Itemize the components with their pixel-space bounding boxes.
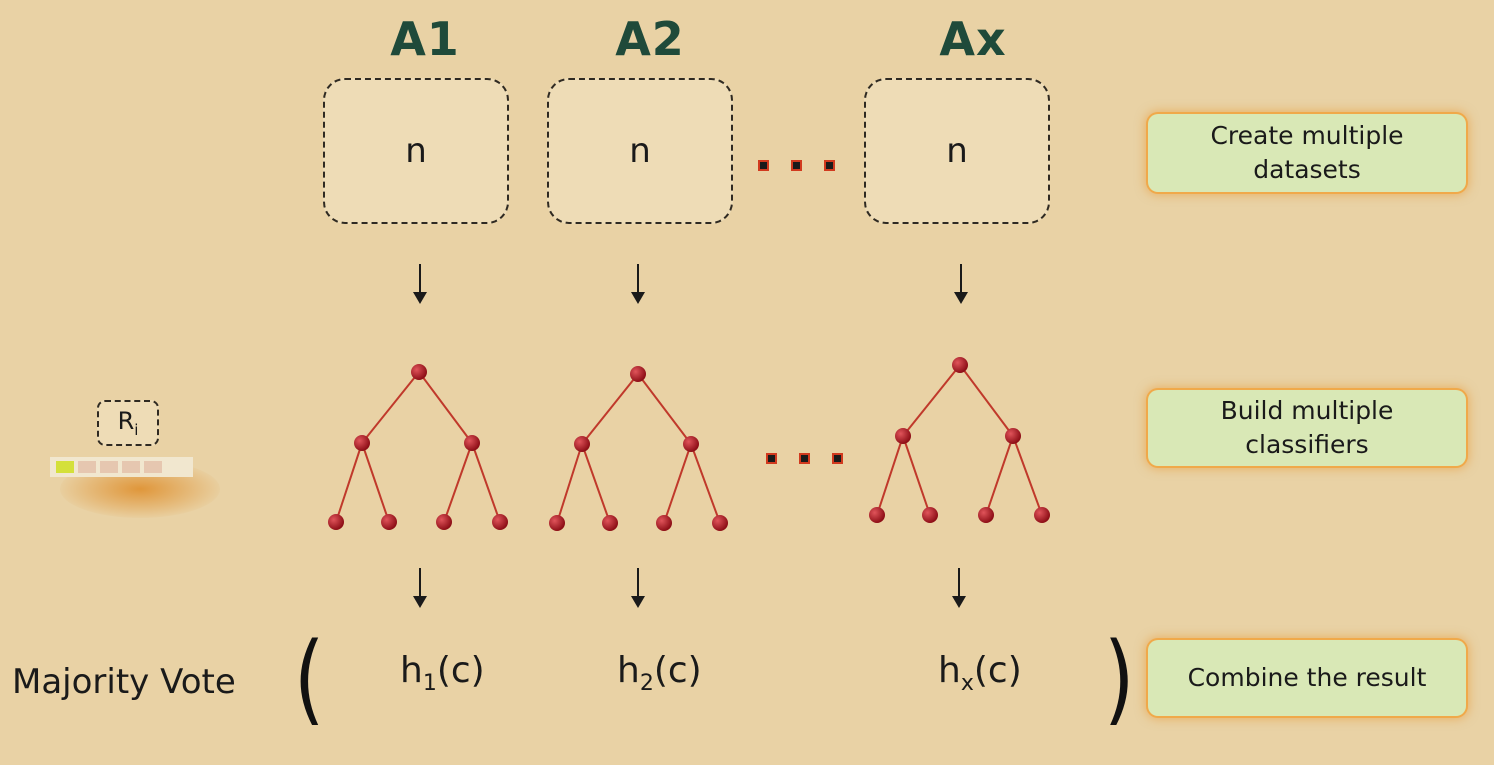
ellipsis-icon — [766, 453, 843, 464]
dataset-box-a1: n — [323, 78, 509, 224]
sample-cell — [122, 461, 140, 473]
ellipsis-icon — [758, 160, 835, 171]
output-h1: h1(c) — [400, 650, 485, 697]
stage-combine-label: Combine the result — [1187, 663, 1427, 692]
sample-bar — [50, 457, 193, 477]
stage-combine-result: Combine the result — [1148, 640, 1466, 716]
down-arrow-icon — [954, 264, 968, 304]
output-h2: h2(c) — [617, 650, 702, 697]
stage-build-line2: classifiers — [1245, 430, 1369, 459]
sample-label: Ri — [117, 407, 139, 439]
stage-create-datasets: Create multiple datasets — [1148, 114, 1466, 192]
close-bracket: ) — [1103, 622, 1135, 736]
stage-create-line1: Create multiple — [1210, 121, 1404, 150]
column-title-a1: A1 — [390, 12, 460, 66]
tree-icon — [869, 357, 1050, 523]
tree-icon — [328, 364, 508, 530]
down-arrow-icon — [413, 264, 427, 304]
dataset-label: n — [629, 131, 651, 171]
sample-cell — [144, 461, 162, 473]
sample-cell — [78, 461, 96, 473]
down-arrow-icon — [631, 264, 645, 304]
dataset-label: n — [405, 131, 427, 171]
stage-create-line2: datasets — [1253, 155, 1361, 184]
open-bracket: ( — [293, 622, 325, 736]
dataset-box-ax: n — [864, 78, 1050, 224]
down-arrow-icon — [413, 568, 427, 608]
tree-icon — [549, 366, 728, 531]
majority-vote-label: Majority Vote — [12, 662, 236, 702]
down-arrow-icon — [952, 568, 966, 608]
down-arrow-icon — [631, 568, 645, 608]
stage-build-line1: Build multiple — [1220, 396, 1394, 425]
column-title-a2: A2 — [615, 12, 685, 66]
sample-cell — [100, 461, 118, 473]
dataset-label: n — [946, 131, 968, 171]
stage-build-classifiers: Build multiple classifiers — [1148, 390, 1466, 466]
dataset-box-a2: n — [547, 78, 733, 224]
sample-cell-active — [56, 461, 74, 473]
sample-label-box: Ri — [97, 400, 159, 446]
output-hx: hx(c) — [938, 650, 1022, 697]
column-title-ax: Ax — [939, 12, 1007, 66]
